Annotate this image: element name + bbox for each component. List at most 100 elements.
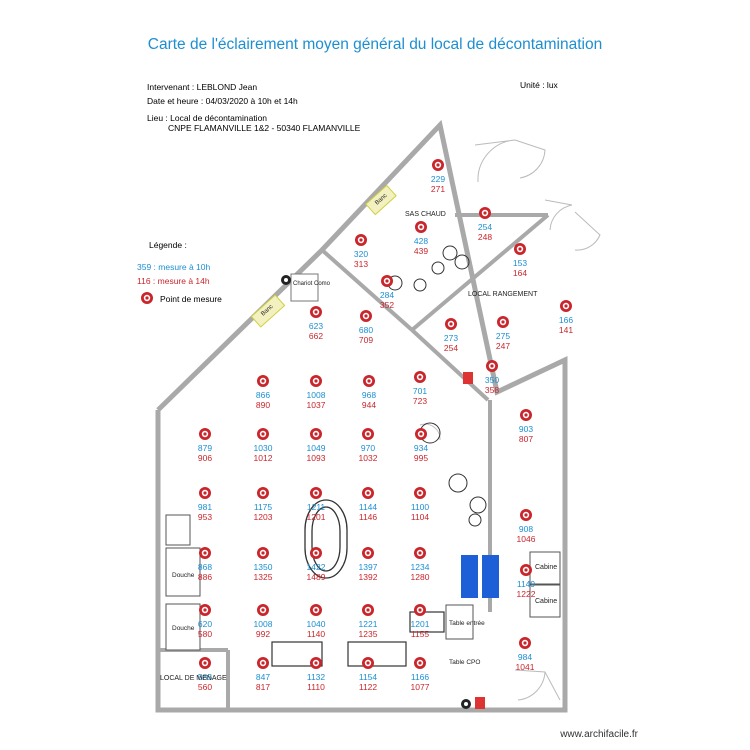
measurement-point-icon: [520, 564, 532, 576]
measurement-point-icon: [310, 487, 322, 499]
room-label-table-cpo: Table CPO: [449, 659, 480, 666]
measure-14h-label: 1104: [411, 512, 430, 522]
measure-10h-label: 868: [198, 562, 212, 572]
measure-10h-label: 1149: [517, 579, 536, 589]
measure-10h-label: 1132: [307, 672, 326, 682]
measurement-point-icon: [486, 360, 498, 372]
measurement-labels: 2292712542483203134284391531642843521661…: [198, 174, 573, 692]
site-text: CNPE FLAMANVILLE 1&2 - 50340 FLAMANVILLE: [168, 123, 361, 133]
measurement-point-icon: [362, 547, 374, 559]
partitions: [160, 213, 550, 710]
measure-14h-label: 995: [414, 453, 428, 463]
doors: [419, 139, 601, 701]
measurement-point-icon: [360, 310, 372, 322]
measure-10h-label: 1201: [411, 619, 430, 629]
measurement-point-icon: [519, 637, 531, 649]
measurement-point-icon: [415, 428, 427, 440]
measure-10h-label: 428: [414, 236, 428, 246]
measure-10h-label: 1040: [307, 619, 326, 629]
measurement-point-icon: [362, 428, 374, 440]
measure-14h-label: 580: [198, 629, 212, 639]
measure-10h-label: 934: [414, 443, 428, 453]
measure-14h-label: 1489: [307, 572, 326, 582]
measure-10h-label: 1100: [411, 502, 430, 512]
legend-marker-icon: [141, 292, 153, 304]
measurement-point-icon: [310, 306, 322, 318]
room-label-local-menage: LOCAL DE MENAGE: [160, 675, 227, 682]
measurement-point-icon: [414, 487, 426, 499]
measurement-point-icon: [310, 428, 322, 440]
measure-14h-label: 1093: [307, 453, 326, 463]
measurement-point-icon: [310, 375, 322, 387]
measurement-markers: [199, 159, 572, 669]
legend-blue-entry: 359 : mesure à 10h: [137, 262, 211, 272]
measurement-point-icon: [414, 604, 426, 616]
measure-10h-label: 623: [309, 321, 323, 331]
measure-10h-label: 1049: [307, 443, 326, 453]
measure-10h-label: 1008: [307, 390, 326, 400]
bench-2: [250, 294, 286, 328]
measure-10h-label: 879: [198, 443, 212, 453]
measurement-point-icon: [362, 657, 374, 669]
measure-10h-label: 1211: [307, 502, 326, 512]
measurement-point-icon: [432, 159, 444, 171]
intervenant-text: Intervenant : LEBLOND Jean: [147, 82, 258, 92]
measurement-point-icon: [415, 221, 427, 233]
bench-1: [365, 184, 397, 216]
measure-14h-label: 890: [256, 400, 270, 410]
measure-14h-label: 807: [519, 434, 533, 444]
measure-14h-label: 1122: [359, 682, 378, 692]
douche-box-2: [165, 603, 201, 651]
measure-14h-label: 271: [431, 184, 445, 194]
measurement-point-icon: [362, 604, 374, 616]
measure-10h-label: 1144: [359, 502, 378, 512]
measure-14h-label: 886: [198, 572, 212, 582]
measurement-point-icon: [257, 375, 269, 387]
measurement-point-icon: [355, 234, 367, 246]
measure-10h-label: 320: [354, 249, 368, 259]
measure-14h-label: 1235: [359, 629, 378, 639]
measure-14h-label: 992: [256, 629, 270, 639]
measure-10h-label: 1154: [359, 672, 378, 682]
measurement-point-icon: [310, 604, 322, 616]
measurement-point-icon: [362, 487, 374, 499]
measure-14h-label: 1037: [307, 400, 326, 410]
measurement-point-icon: [520, 509, 532, 521]
measure-10h-label: 1350: [254, 562, 273, 572]
measure-10h-label: 1030: [254, 443, 273, 453]
measure-10h-label: 1175: [254, 502, 273, 512]
room-label-cabine-1: Cabine: [535, 564, 557, 571]
measure-14h-label: 358: [485, 385, 499, 395]
measurement-point-icon: [414, 657, 426, 669]
legend-red-entry: 116 : mesure à 14h: [137, 276, 210, 286]
measurement-point-icon: [310, 547, 322, 559]
date-text: Date et heure : 04/03/2020 à 10h et 14h: [147, 96, 298, 106]
measure-10h-label: 229: [431, 174, 445, 184]
measure-14h-label: 313: [354, 259, 368, 269]
measurement-point-icon: [479, 207, 491, 219]
measure-10h-label: 620: [198, 619, 212, 629]
measure-14h-label: 1041: [516, 662, 535, 672]
measure-10h-label: 1397: [359, 562, 378, 572]
measure-10h-label: 273: [444, 333, 458, 343]
measurement-point-icon: [520, 409, 532, 421]
measure-10h-label: 350: [485, 375, 499, 385]
measurement-point-icon: [257, 604, 269, 616]
legend-title: Légende :: [149, 240, 187, 250]
measurement-point-icon: [497, 316, 509, 328]
measurement-point-icon: [257, 657, 269, 669]
measure-10h-label: 1422: [307, 562, 326, 572]
measurement-point-icon: [310, 657, 322, 669]
cabinet-right: [482, 555, 499, 598]
table-entree-box: [445, 604, 474, 640]
measure-14h-label: 709: [359, 335, 373, 345]
measurement-point-icon: [257, 487, 269, 499]
room-label-local-rangement: LOCAL RANGEMENT: [468, 291, 538, 298]
room-label-sas-chaud: SAS CHAUD: [405, 211, 446, 218]
cabine-box-2: [529, 584, 561, 618]
watermark: www.archifacile.fr: [560, 729, 638, 740]
measure-14h-label: 254: [444, 343, 458, 353]
measure-10h-label: 866: [256, 390, 270, 400]
measure-14h-label: 662: [309, 331, 323, 341]
measurement-point-icon: [414, 371, 426, 383]
